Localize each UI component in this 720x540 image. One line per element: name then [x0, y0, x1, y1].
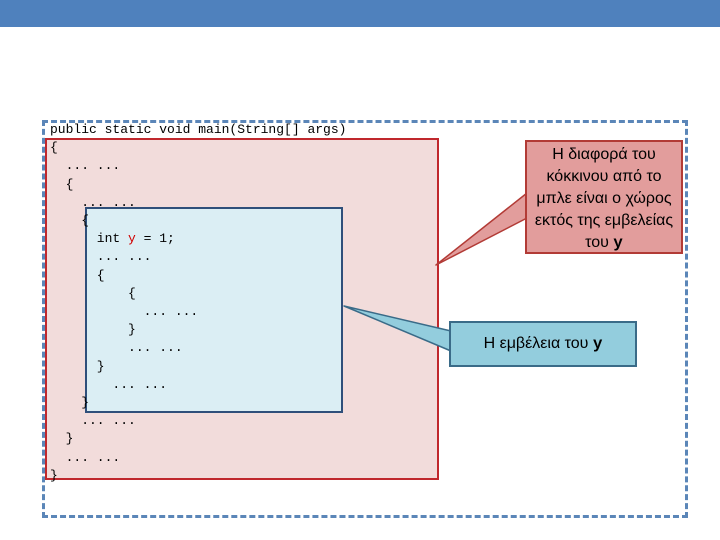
- scope-callout-text: Η εμβέλεια του: [483, 335, 593, 352]
- difference-callout-variable: y: [613, 234, 623, 252]
- code-line: {: [50, 176, 74, 192]
- code-line: {: [50, 213, 90, 229]
- difference-callout: Η διαφορά του κόκκινου από το μπλε είναι…: [525, 140, 683, 254]
- blue-callout-pointer: [343, 305, 452, 352]
- code-line: }: [50, 395, 90, 411]
- code-line: ... ...: [50, 413, 136, 429]
- code-line: ... ...: [50, 158, 121, 174]
- code-line: ... ...: [50, 376, 168, 392]
- code-line: {: [50, 285, 136, 301]
- code-line: {: [50, 140, 58, 156]
- code-line: public static void main(String[] args): [50, 122, 347, 137]
- scope-callout: Η εμβέλεια του y: [449, 321, 637, 367]
- variable-scope-region: [85, 207, 343, 413]
- code-line: ... ...: [50, 304, 199, 320]
- code-line: int: [50, 231, 129, 247]
- code-line: ... ...: [50, 249, 152, 265]
- content-frame: [42, 120, 688, 518]
- variable-name: y: [128, 231, 136, 247]
- code-line: ... ...: [50, 340, 183, 356]
- code-line: }: [50, 358, 105, 374]
- code-line: {: [50, 267, 105, 283]
- code-block: public static void main(String[] args) {…: [50, 121, 346, 485]
- code-line-declaration: int y = 1;: [50, 231, 175, 246]
- code-line: }: [50, 322, 136, 338]
- code-line: ... ...: [50, 449, 121, 465]
- scope-callout-variable: y: [592, 335, 603, 353]
- title-bar: [0, 0, 720, 27]
- code-line: }: [50, 431, 74, 447]
- red-callout-pointer: [435, 192, 528, 266]
- code-line: }: [50, 467, 58, 483]
- difference-callout-text: Η διαφορά του κόκκινου από το μπλε είναι…: [534, 146, 674, 251]
- code-line: ... ...: [50, 194, 136, 210]
- variable-initializer: = 1;: [135, 231, 175, 247]
